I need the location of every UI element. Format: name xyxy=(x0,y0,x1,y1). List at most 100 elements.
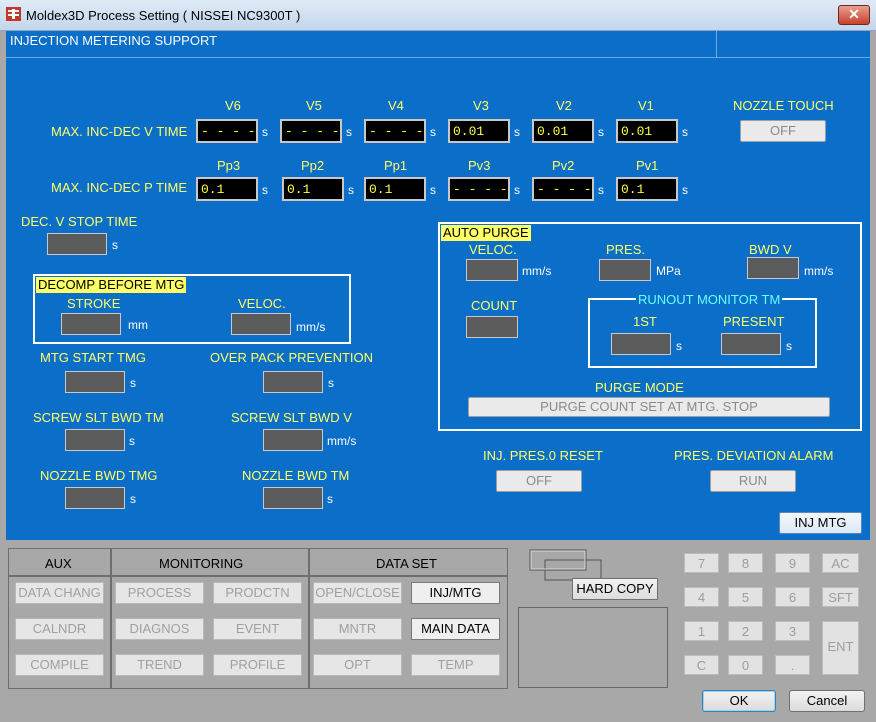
purge-count-field[interactable] xyxy=(466,316,518,338)
nozzle-touch-button[interactable]: OFF xyxy=(740,120,826,142)
decomp-stroke-field[interactable] xyxy=(61,313,121,335)
pv2-time-field[interactable]: - - - - - - - xyxy=(532,177,594,201)
key-dot[interactable]: . xyxy=(775,655,810,675)
v-col-header: V1 xyxy=(638,98,654,113)
purge-veloc-field[interactable] xyxy=(466,259,518,281)
purge-mode-select[interactable]: PURGE COUNT SET AT MTG. STOP xyxy=(468,397,830,417)
nozzle-bwd-tmg-field[interactable] xyxy=(65,487,125,509)
v2-time-field[interactable]: 0.01 xyxy=(532,119,594,143)
v-col-header: V4 xyxy=(388,98,404,113)
purge-bwdv-field[interactable] xyxy=(747,257,799,279)
p-time-label: MAX. INC-DEC P TIME xyxy=(51,180,188,195)
screw-bwd-tm-label: SCREW SLT BWD TM xyxy=(33,410,164,425)
key-ac[interactable]: AC xyxy=(822,553,859,573)
mtg-start-field[interactable] xyxy=(65,371,125,393)
purge-pres-label: PRES. xyxy=(606,242,646,257)
auto-purge-group xyxy=(438,222,862,431)
opt-button[interactable]: OPT xyxy=(313,654,402,676)
v-col-header: V3 xyxy=(473,98,489,113)
pres-dev-alarm-label: PRES. DEVIATION ALARM xyxy=(674,448,834,463)
key-enter[interactable]: ENT xyxy=(822,621,859,675)
key-3[interactable]: 3 xyxy=(775,621,810,641)
unit-s: s xyxy=(682,125,688,139)
inj-pres-reset-label: INJ. PRES.0 RESET xyxy=(483,448,603,463)
group-header-divider xyxy=(8,575,508,577)
dec-v-stop-label: DEC. V STOP TIME xyxy=(21,214,138,229)
key-2[interactable]: 2 xyxy=(728,621,763,641)
v5-time-field[interactable]: - - - - - - - xyxy=(280,119,342,143)
process-button[interactable]: PROCESS xyxy=(115,582,204,604)
key-1[interactable]: 1 xyxy=(684,621,719,641)
p-col-header: Pv3 xyxy=(468,158,491,173)
profile-button[interactable]: PROFILE xyxy=(213,654,302,676)
data-chang-button[interactable]: DATA CHANG xyxy=(15,582,104,604)
data-set-title: DATA SET xyxy=(376,556,437,571)
over-pack-label: OVER PACK PREVENTION xyxy=(210,350,374,365)
aux-title: AUX xyxy=(45,556,72,571)
pp1-time-field[interactable]: 0.1 xyxy=(364,177,426,201)
open-close-button[interactable]: OPEN/CLOSE xyxy=(313,582,402,604)
event-button[interactable]: EVENT xyxy=(213,618,302,640)
mntr-button[interactable]: MNTR xyxy=(313,618,402,640)
v4-time-field[interactable]: - - - - - - - xyxy=(364,119,426,143)
over-pack-field[interactable] xyxy=(263,371,323,393)
v3-time-field[interactable]: 0.01 xyxy=(448,119,510,143)
trend-button[interactable]: TREND xyxy=(115,654,204,676)
unit-mm-s: mm/s xyxy=(327,434,357,448)
prodctn-button[interactable]: PRODCTN xyxy=(213,582,302,604)
runout-1st-field[interactable] xyxy=(611,333,671,355)
unit-s: s xyxy=(682,183,688,197)
close-icon[interactable]: ✕ xyxy=(838,5,870,25)
unit-s: s xyxy=(130,492,136,506)
key-6[interactable]: 6 xyxy=(775,587,810,607)
runout-present-field[interactable] xyxy=(721,333,781,355)
header-divider xyxy=(716,31,717,57)
unit-s: s xyxy=(130,376,136,390)
diagnos-button[interactable]: DIAGNOS xyxy=(115,618,204,640)
inj-mtg-tab-button[interactable]: INJ/MTG xyxy=(411,582,500,604)
pv1-time-field[interactable]: 0.1 xyxy=(616,177,678,201)
key-c[interactable]: C xyxy=(684,655,719,675)
v-col-header: V5 xyxy=(306,98,322,113)
key-sft[interactable]: SFT xyxy=(822,587,859,607)
runout-monitor-title: RUNOUT MONITOR TM xyxy=(636,292,783,307)
v1-time-field[interactable]: 0.01 xyxy=(616,119,678,143)
nozzle-bwd-tm-field[interactable] xyxy=(263,487,323,509)
decomp-title: DECOMP BEFORE MTG xyxy=(36,277,187,293)
v6-time-field[interactable]: - - - - - - - xyxy=(196,119,258,143)
ok-button[interactable]: OK xyxy=(702,690,776,712)
key-9[interactable]: 9 xyxy=(775,553,810,573)
compile-button[interactable]: COMPILE xyxy=(15,654,104,676)
unit-mm-s: mm/s xyxy=(296,320,326,334)
mtg-start-label: MTG START TMG xyxy=(40,350,146,365)
unit-s: s xyxy=(676,339,682,353)
decomp-veloc-label: VELOC. xyxy=(238,296,286,311)
nozzle-touch-label: NOZZLE TOUCH xyxy=(733,98,834,113)
screw-bwd-v-field[interactable] xyxy=(263,429,323,451)
inj-pres-reset-button[interactable]: OFF xyxy=(496,470,582,492)
temp-button[interactable]: TEMP xyxy=(411,654,500,676)
dec-v-stop-field[interactable] xyxy=(47,233,107,255)
unit-mm-s: mm/s xyxy=(804,264,834,278)
inj-mtg-button[interactable]: INJ MTG xyxy=(779,512,862,534)
screw-bwd-tm-field[interactable] xyxy=(65,429,125,451)
key-5[interactable]: 5 xyxy=(728,587,763,607)
v-col-header: V2 xyxy=(556,98,572,113)
unit-s: s xyxy=(262,183,268,197)
purge-pres-field[interactable] xyxy=(599,259,651,281)
purge-bwdv-label: BWD V xyxy=(749,242,792,257)
cancel-button[interactable]: Cancel xyxy=(789,690,865,712)
key-7[interactable]: 7 xyxy=(684,553,719,573)
pv3-time-field[interactable]: - - - - - - - xyxy=(448,177,510,201)
pp3-time-field[interactable]: 0.1 xyxy=(196,177,258,201)
decomp-veloc-field[interactable] xyxy=(231,313,291,335)
hard-copy-button[interactable]: HARD COPY xyxy=(572,578,658,600)
key-0[interactable]: 0 xyxy=(728,655,763,675)
pres-dev-alarm-button[interactable]: RUN xyxy=(710,470,796,492)
pp2-time-field[interactable]: 0.1 xyxy=(282,177,344,201)
main-data-button[interactable]: MAIN DATA xyxy=(411,618,500,640)
key-4[interactable]: 4 xyxy=(684,587,719,607)
key-8[interactable]: 8 xyxy=(728,553,763,573)
calndr-button[interactable]: CALNDR xyxy=(15,618,104,640)
p-col-header: Pp2 xyxy=(301,158,325,173)
